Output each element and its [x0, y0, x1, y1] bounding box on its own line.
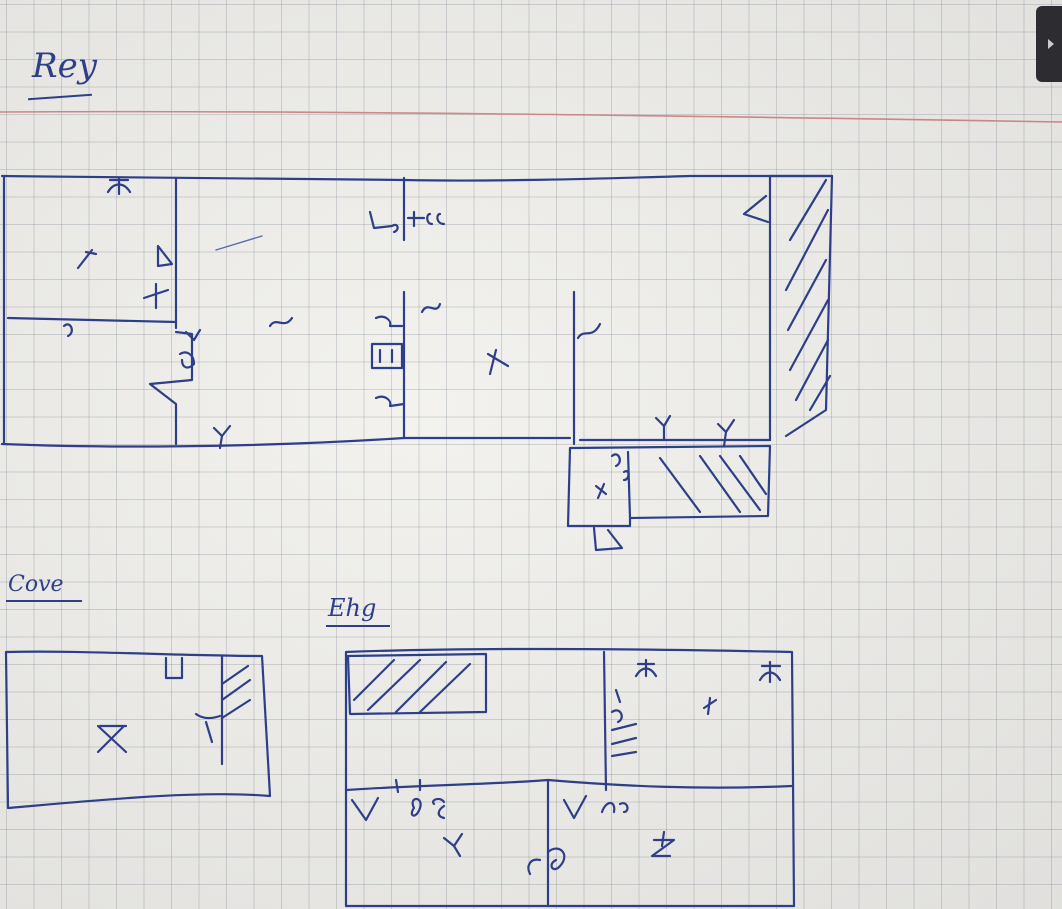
ehg-hatched-box — [346, 652, 488, 716]
cove-x — [96, 724, 128, 754]
ehg-z — [650, 830, 676, 858]
title-cove: Cove — [8, 572, 64, 597]
ehg-s — [610, 709, 623, 724]
symbol-l-top — [368, 210, 399, 234]
ehg-mid-wall — [344, 778, 794, 792]
ehg-outline — [344, 647, 796, 908]
symbol-cross-left — [142, 282, 170, 310]
symbol-grid-mid — [370, 342, 404, 370]
ehg-anchor-1 — [634, 658, 658, 678]
ehg-door-c — [527, 847, 566, 876]
symbol-alpha-right — [420, 302, 442, 314]
symbol-arrow-left — [76, 248, 98, 270]
title-rey: Rey — [32, 46, 97, 86]
title-ehg-underline — [326, 625, 390, 627]
symbol-alpha-r2 — [576, 322, 602, 340]
title-cove-underline — [6, 600, 82, 602]
annex-step — [592, 526, 624, 552]
cove-stair-1 — [220, 664, 250, 686]
wall-top — [0, 174, 834, 182]
symbol-arrow-center — [215, 235, 263, 251]
annex-divider — [626, 450, 632, 520]
symbol-c-low — [374, 395, 406, 408]
symbol-c-mid — [374, 315, 404, 328]
hatch-lines-annex — [658, 454, 768, 514]
wall-inner-step — [148, 330, 194, 446]
symbol-annex-c — [622, 470, 630, 482]
cove-y — [194, 712, 222, 744]
bottom-left-plan — [4, 650, 272, 810]
ehg-stair — [610, 688, 638, 758]
ehg-wall-v — [602, 650, 608, 792]
cove-stair-2 — [220, 678, 252, 702]
symbol-ecc — [406, 210, 446, 228]
ehg-y — [442, 832, 464, 858]
bottom-right-plan — [344, 647, 796, 908]
ehg-hatch-lines — [352, 658, 472, 714]
symbol-y-bottom — [212, 424, 232, 450]
symbol-small-left — [62, 323, 73, 338]
symbol-anchor-top — [106, 176, 132, 196]
ehg-k — [702, 696, 718, 716]
wall-bottom-left — [0, 436, 406, 448]
hatch-zone-border — [768, 174, 834, 438]
symbol-alpha-center — [268, 316, 294, 328]
triangle-marker — [742, 194, 770, 224]
ehg-anchor-2 — [758, 660, 782, 684]
play-arrow-icon[interactable] — [1036, 6, 1062, 82]
wall-room-divider — [6, 316, 178, 324]
cove-box — [164, 656, 184, 680]
ehg-sigma — [600, 801, 629, 814]
symbol-annex-a — [610, 453, 621, 468]
cove-outline — [4, 650, 272, 810]
symbol-k-right — [486, 348, 510, 376]
ehg-8c — [410, 797, 446, 820]
symbol-triangle-left — [156, 244, 174, 268]
symbol-y-r1 — [654, 414, 672, 442]
ehg-left-mid-line — [394, 778, 422, 794]
symbol-annex-k — [594, 482, 608, 500]
hatch-lines-right — [784, 178, 832, 412]
symbol-box-left — [178, 351, 196, 369]
ehg-triangle-1 — [350, 796, 380, 822]
cove-stair-3 — [220, 698, 252, 720]
ehg-triangle-2 — [562, 794, 588, 820]
symbol-y-r2 — [716, 418, 736, 448]
title-ehg: Ehg — [328, 594, 377, 622]
top-floor-plan — [0, 174, 834, 552]
annex-outline — [566, 444, 772, 528]
symbol-y-left — [184, 328, 202, 342]
